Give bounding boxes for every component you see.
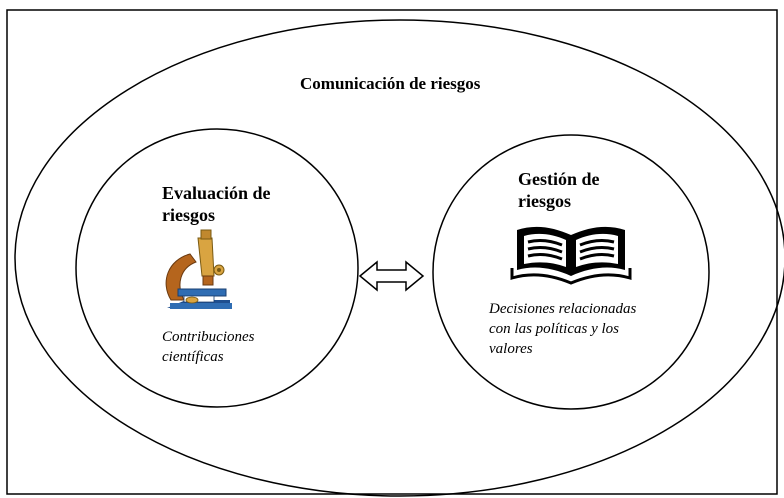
right-subtitle-line3: valores (489, 341, 533, 357)
frame-border (6, 9, 778, 495)
outer-ellipse (14, 19, 784, 497)
double-arrow-icon (358, 260, 425, 292)
left-subtitle-line1: Contribuciones (162, 329, 255, 345)
right-circle (432, 134, 710, 410)
right-title-line2: riesgos (518, 191, 571, 211)
microscope-icon (165, 229, 232, 309)
left-circle (75, 128, 359, 408)
left-subtitle-line2: científicas (162, 349, 224, 365)
left-title-line2: riesgos (162, 205, 215, 225)
right-subtitle-line1: Decisiones relacionadas (489, 301, 637, 317)
outer-title: Comunicación de riesgos (300, 74, 481, 93)
right-title-line1: Gestión de (518, 169, 600, 189)
left-title-line1: Evaluación de (162, 183, 271, 203)
right-subtitle-line2: con las políticas y los (489, 321, 619, 337)
open-book-icon (510, 226, 632, 285)
